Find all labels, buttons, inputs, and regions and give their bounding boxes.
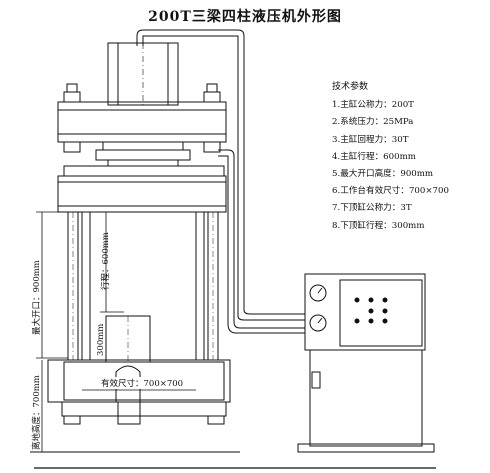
spec-line: 8.下顶缸行程：300mm [332,220,425,231]
spec-line: 7.下顶缸公称力：3T [332,203,412,214]
bottom-beam [47,359,231,425]
drawing-title: 200T三梁四柱液压机外形图 [148,9,342,25]
max-opening-dimension-label: 最大开口：900mm [32,260,42,335]
hydraulic-pipes [136,29,305,334]
stroke-dimension-label: 行程：600mm [101,232,111,290]
top-beam [57,83,227,153]
columns [67,211,219,361]
spec-line: 6.工作台有效尺寸：700×700 [332,186,449,197]
ejector-stroke-dimension-label: 300mm [96,323,106,356]
ejector-rod [105,315,151,363]
specs-heading: 技术参数 [332,82,369,92]
spec-line: 2.系统压力：25MPa [332,117,414,128]
main-cylinder [107,42,179,106]
spec-line: 3.主缸回程力：30T [332,134,409,145]
spec-line: 5.最大开口高度：900mm [332,169,434,180]
dimension-lines [36,211,196,453]
spec-line: 1.主缸公称力：200T [332,100,414,111]
hydraulic-unit [297,273,435,453]
table-size-dimension-label: 有效尺寸：700×700 [100,377,185,389]
ground-height-dimension-label: 离地高度：700mm [32,375,42,450]
moving-beam [57,141,227,213]
spec-line: 4.主缸行程：600mm [332,151,416,162]
technical-specs: 技术参数 1.主缸公称力：200T 2.系统压力：25MPa 3.主缸回程力：3… [332,79,487,235]
